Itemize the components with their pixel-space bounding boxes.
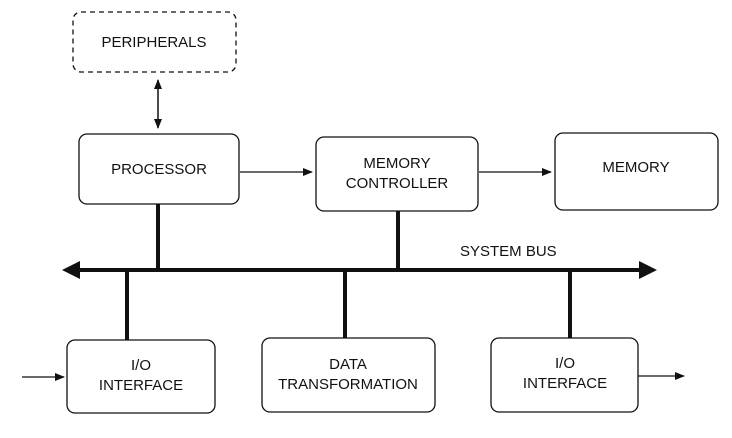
memory-block: MEMORY — [554, 132, 719, 211]
io-interface-right-block: I/O INTERFACE — [490, 337, 639, 413]
peripherals-label: PERIPHERALS — [101, 34, 206, 51]
data-transformation-label-line1: DATA — [329, 356, 367, 373]
memory-controller-label-line2: CONTROLLER — [346, 175, 449, 192]
processor-block: PROCESSOR — [78, 133, 240, 205]
io-interface-left-label-line1: I/O — [131, 357, 151, 374]
peripherals-block: PERIPHERALS — [72, 11, 237, 73]
system-bus — [62, 261, 657, 279]
io-interface-left-block: I/O INTERFACE — [66, 339, 216, 414]
data-transformation-label-line2: TRANSFORMATION — [278, 376, 418, 393]
processor-label: PROCESSOR — [111, 161, 207, 178]
memory-controller-block: MEMORY CONTROLLER — [315, 136, 479, 212]
system-bus-left-arrowhead — [62, 261, 80, 279]
memory-label: MEMORY — [602, 159, 669, 176]
io-interface-right-label-line1: I/O — [555, 355, 575, 372]
system-bus-label: SYSTEM BUS — [460, 243, 557, 260]
system-bus-right-arrowhead — [639, 261, 657, 279]
data-transformation-block: DATA TRANSFORMATION — [261, 337, 436, 413]
io-interface-right-label-line2: INTERFACE — [523, 375, 607, 392]
memory-controller-label-line1: MEMORY — [363, 155, 430, 172]
io-interface-left-label-line2: INTERFACE — [99, 377, 183, 394]
